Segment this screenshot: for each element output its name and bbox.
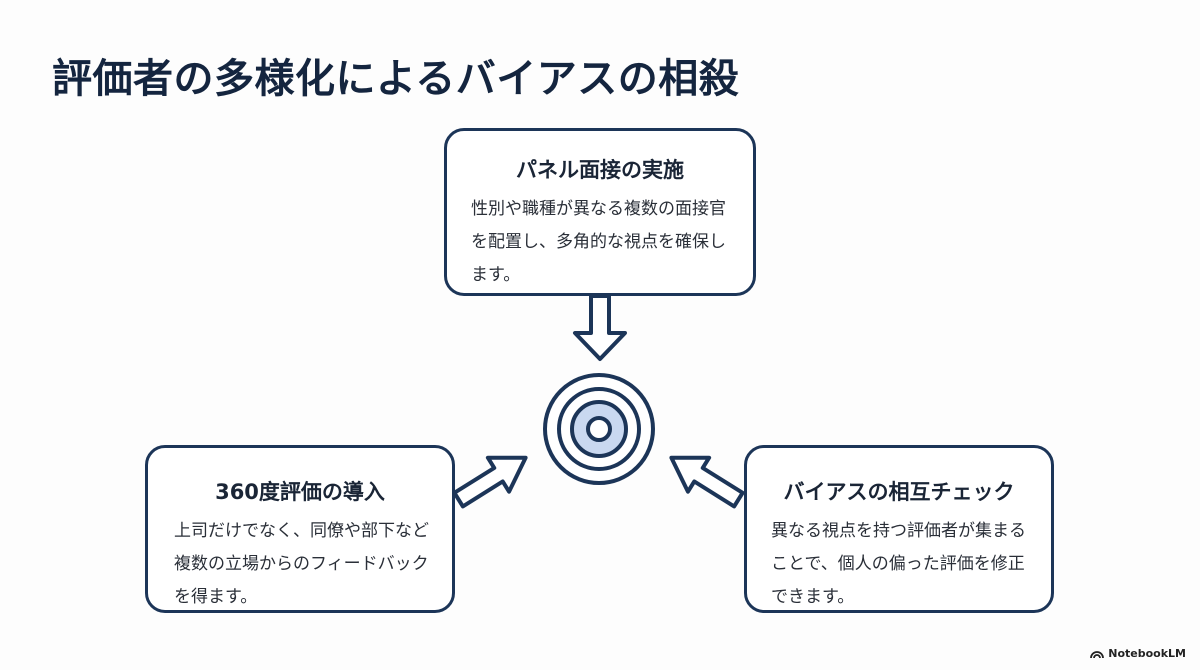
node-title: バイアスの相互チェック [783, 480, 1015, 504]
node-description: 性別や職種が異なる複数の面接官を配置し、多角的な視点を確保します。 [471, 199, 726, 285]
arrow-up-left-icon [669, 455, 745, 509]
arrow-down-icon [573, 294, 627, 361]
notebooklm-watermark: NotebookLM [1090, 647, 1186, 660]
node-description: 上司だけでなく、同僚や部下など複数の立場からのフィードバックを得ます。 [174, 521, 429, 607]
node-title: 360度評価の導入 [215, 480, 385, 504]
notebooklm-logo-icon [1090, 650, 1105, 658]
arrow-up-right-icon [452, 455, 528, 509]
page-title: 評価者の多様化によるバイアスの相殺 [52, 56, 740, 102]
footer-brand: NotebookLM [1108, 647, 1186, 660]
node-description: 異なる視点を持つ評価者が集まることで、個人の偏った評価を修正できます。 [771, 521, 1026, 607]
node-360-evaluation: 360度評価の導入 上司だけでなく、同僚や部下など複数の立場からのフィードバック… [145, 445, 455, 613]
node-panel-interview: パネル面接の実施 性別や職種が異なる複数の面接官を配置し、多角的な視点を確保しま… [444, 128, 756, 296]
node-mutual-check: バイアスの相互チェック 異なる視点を持つ評価者が集まることで、個人の偏った評価を… [744, 445, 1054, 613]
node-title: パネル面接の実施 [516, 158, 684, 182]
target-icon [543, 373, 655, 485]
